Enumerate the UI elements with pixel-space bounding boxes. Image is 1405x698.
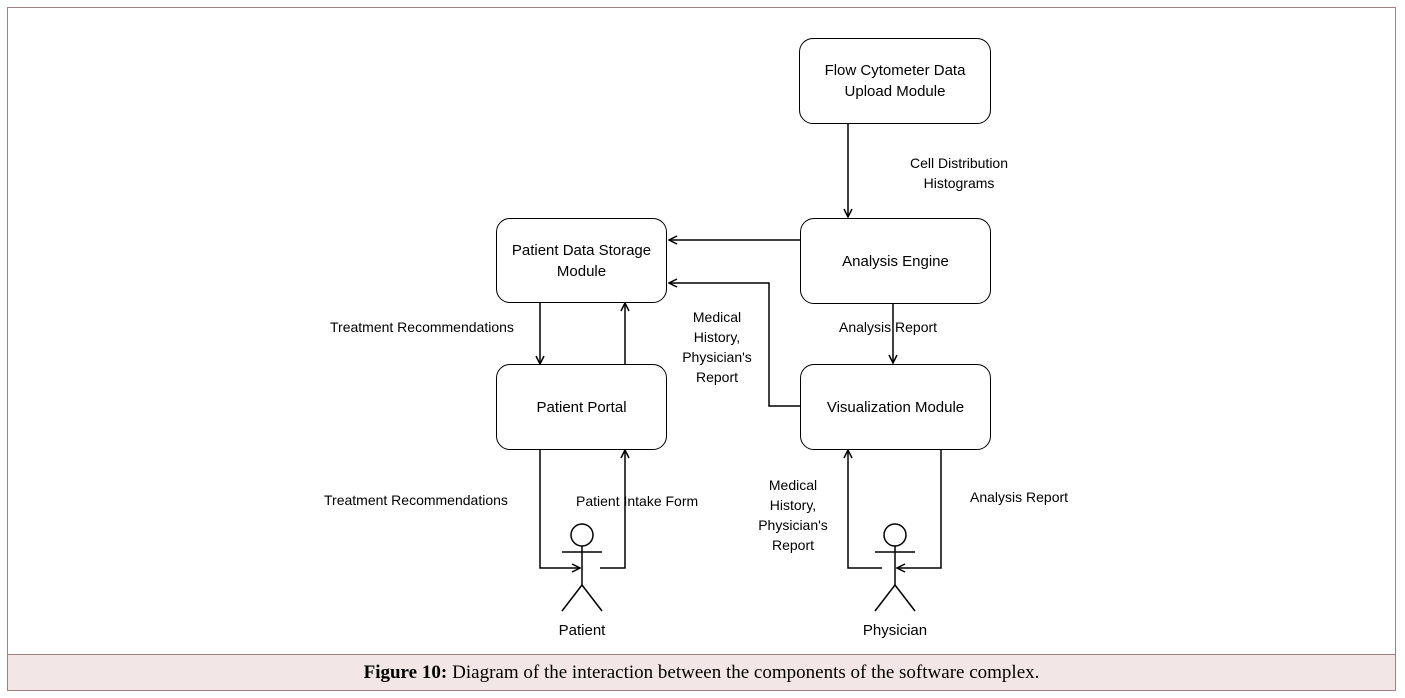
flow-label-patient-intake-form: Patient Intake Form — [576, 493, 699, 509]
physician-actor-label: Physician — [862, 622, 928, 639]
flow-label-analysis-report-engine: Analysis Report — [839, 319, 938, 335]
flow-label-treatment-recommendations-patient: Treatment Recommendations — [324, 492, 508, 508]
figure-caption-text: Diagram of the interaction between the c… — [452, 661, 1040, 683]
diagram-frame — [7, 7, 1396, 691]
flow-label-cell-distribution: Cell Distribution Histograms — [909, 155, 1009, 191]
flow-label-treatment-recommendations-storage: Treatment Recommendations — [330, 319, 514, 335]
arrow-visualization-to-physician — [897, 449, 942, 568]
upload-module-box: Flow Cytometer Data Upload Module — [799, 38, 991, 124]
figure-caption: Figure 10: Diagram of the interaction be… — [8, 654, 1395, 690]
engine-module-box: Analysis Engine — [800, 218, 991, 304]
portal-module-box: Patient Portal — [496, 364, 667, 450]
arrow-visualization-to-storage — [669, 283, 800, 407]
visualization-module-box: Visualization Module — [800, 364, 991, 450]
patient-actor-icon — [561, 523, 603, 612]
flow-label-medical-history-storage: Medical History, Physician's Report — [682, 309, 752, 385]
physician-actor-icon — [874, 523, 916, 612]
flow-label-medical-history-physician: Medical History, Physician's Report — [758, 477, 828, 553]
flow-label-analysis-report-physician: Analysis Report — [970, 489, 1069, 505]
patient-actor-label: Patient — [558, 622, 606, 639]
arrow-patient-to-portal — [600, 450, 625, 569]
arrow-physician-to-visualization — [848, 450, 882, 569]
storage-module-box: Patient Data Storage Module — [496, 218, 667, 303]
figure-caption-label: Figure 10: — [363, 661, 448, 683]
arrow-portal-to-patient — [539, 449, 580, 568]
